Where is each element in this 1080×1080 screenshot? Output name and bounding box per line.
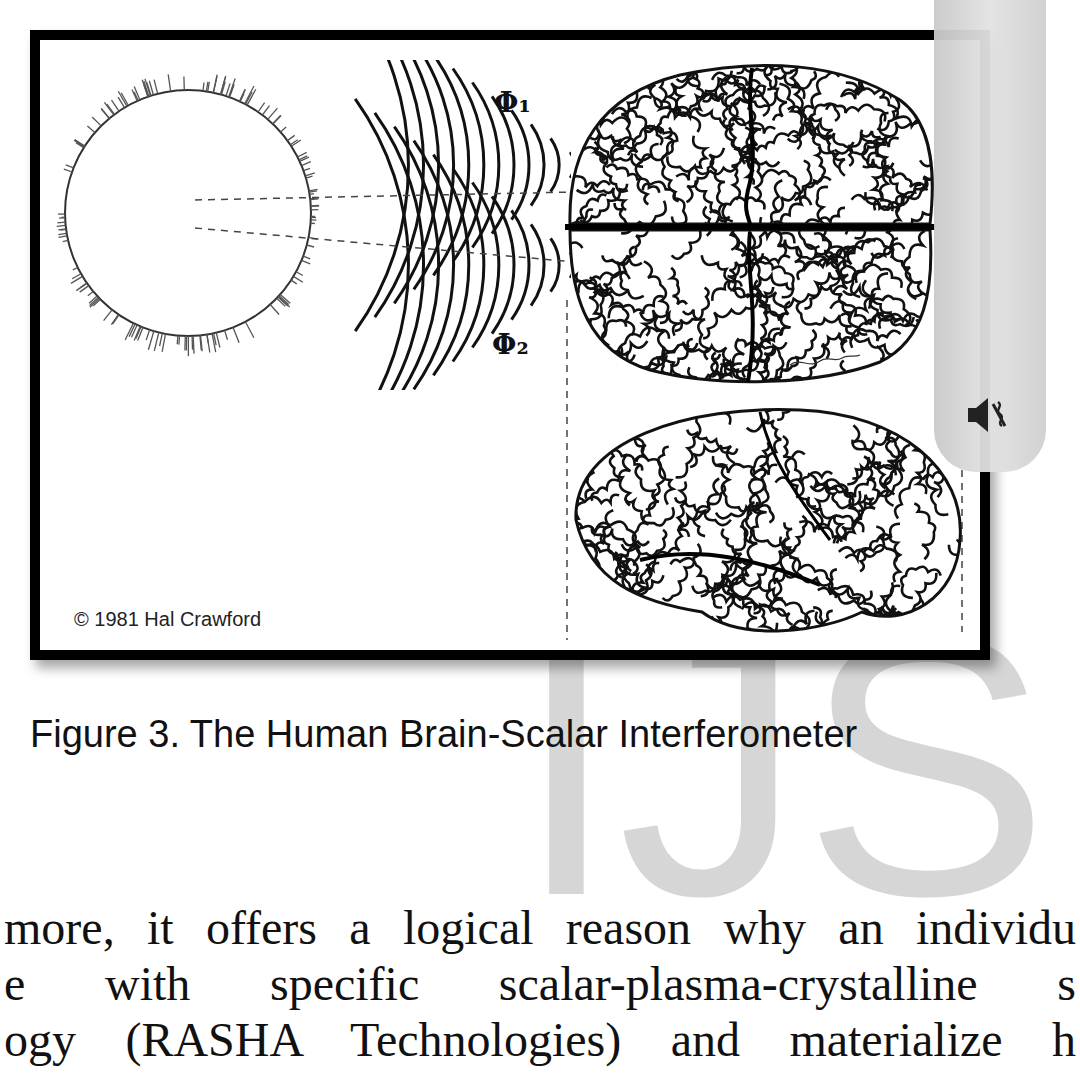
artist-signature (790, 355, 860, 365)
sphere-corona (57, 74, 320, 356)
phase-label: Φ₁ (494, 88, 531, 119)
copyright-note: © 1981 Hal Crawford (74, 608, 261, 630)
body-text-line: e with specific scalar-plasma-crystallin… (4, 958, 1076, 1011)
beam-lines (195, 192, 962, 640)
source-sphere (65, 90, 311, 336)
phase-label: Φ₂ (492, 330, 529, 361)
brain-top-view (519, 15, 974, 437)
figure-ground (40, 40, 980, 650)
body-text-line: more, it offers a logical reason why an … (4, 902, 1076, 955)
figure-frame (30, 30, 990, 660)
body-text-line: ogy (RASHA Technologies) and materialize… (4, 1014, 1076, 1067)
figure-caption: Figure 3. The Human Brain-Scalar Interfe… (30, 714, 857, 756)
wave-fronts (355, 60, 571, 390)
